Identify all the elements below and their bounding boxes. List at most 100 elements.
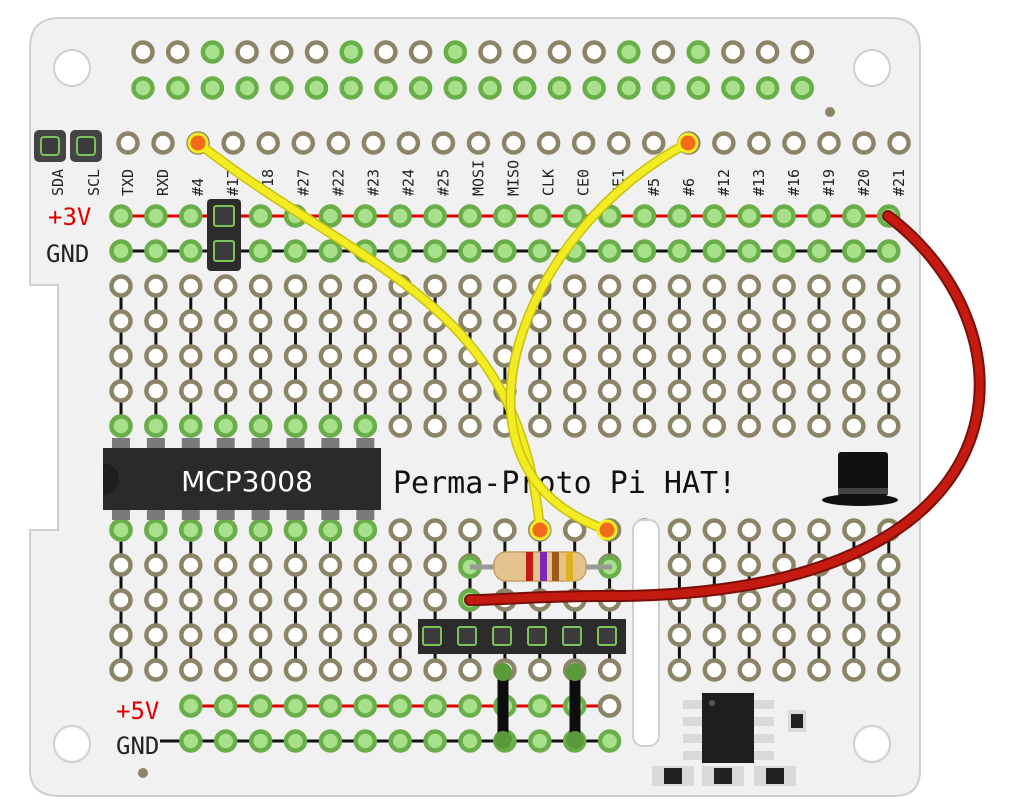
pad [582,76,606,100]
mcp3008-chip: MCP3008 [103,438,381,520]
pad [388,658,412,682]
pad [144,658,168,682]
pad [528,239,552,263]
pad [702,309,727,333]
pad [318,379,343,403]
pad [144,379,168,403]
pad [721,76,745,100]
pad [179,414,203,438]
pad [109,553,133,577]
pad [842,239,866,263]
pad [642,131,666,155]
pad [466,131,491,155]
rail-label-gnd-bottom: GND [116,732,159,760]
pad [493,309,517,333]
pad [213,518,238,542]
gpio-label: #21 [890,169,908,196]
pad [109,239,133,263]
pad [179,658,203,682]
gpio-header-pads [131,40,815,100]
pad [737,309,761,333]
pad [667,309,692,333]
pad [248,414,273,438]
pad [755,76,780,100]
pad [248,239,273,263]
pad [318,414,343,438]
pad [248,623,273,647]
pad [667,553,692,577]
pad [667,414,692,438]
pad [772,379,796,403]
pad [547,40,572,64]
pad [116,131,140,155]
pad [423,658,447,682]
pad [374,76,398,100]
gpio-label: #4 [189,178,207,196]
pad [877,588,901,612]
pad [304,76,329,100]
gpio-label: #13 [750,169,768,196]
pad [632,414,657,438]
pad [842,309,866,333]
pad [144,204,168,228]
pad [458,694,482,718]
gpio-label: #20 [855,169,873,196]
pad [109,658,133,682]
pad [179,694,203,718]
pad [493,204,517,228]
pad [408,76,433,100]
pad [283,553,308,577]
pad [458,239,482,263]
pad [807,414,831,438]
pad [877,553,901,577]
pad [179,239,203,263]
pad [807,518,831,542]
pad [597,658,622,682]
pad [842,623,866,647]
pad [318,309,343,333]
pad [877,309,901,333]
pad [737,623,761,647]
pad [144,309,168,333]
mounting-holes [53,49,891,763]
pad [597,729,622,753]
pad [651,76,676,100]
pad [423,239,447,263]
pad [702,414,727,438]
pad [667,239,692,263]
pad [423,694,447,718]
pad [388,379,412,403]
pad [877,274,901,298]
pad [528,414,552,438]
pad [423,204,447,228]
pad [283,729,308,753]
pad [423,518,447,542]
pad [528,694,552,718]
rail-jumper-header [207,199,241,271]
pad [388,588,412,612]
pad [353,553,378,577]
pad [597,344,622,368]
pad [179,204,203,228]
pad [458,379,482,403]
pad [493,274,517,298]
pad [283,518,308,542]
i2c-pads [34,130,102,162]
pad [144,239,168,263]
pad [248,309,273,333]
pad [528,729,552,753]
pad [842,379,866,403]
pad [493,239,517,263]
pad [318,518,343,542]
pad [213,344,238,368]
pad [318,658,343,682]
pad [852,131,876,155]
wire-end [677,132,699,154]
pad [151,131,175,155]
gpio-label: #12 [715,169,733,196]
pad [547,76,572,100]
pad [353,694,378,718]
pad [144,553,168,577]
pad [396,131,421,155]
pad [443,40,468,64]
